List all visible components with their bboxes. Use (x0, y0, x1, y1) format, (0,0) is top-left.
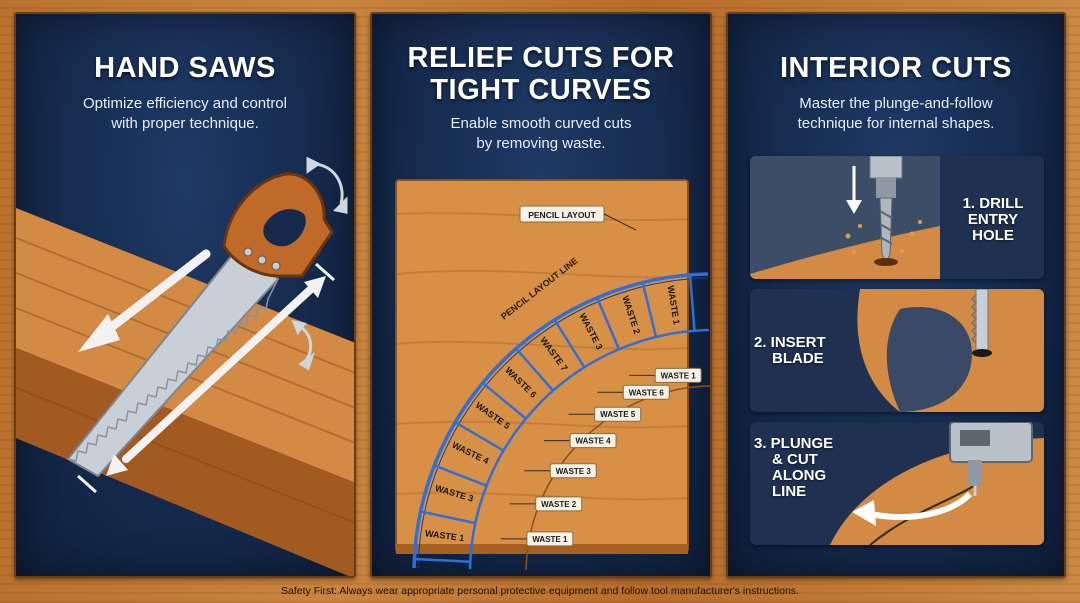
panel-subtitle-line-1: Optimize efficiency and control (83, 95, 287, 112)
relief-cut-line (481, 381, 527, 420)
saw-handle-grip-hole (263, 209, 306, 247)
step-2-line-2: BLADE (772, 350, 824, 367)
inner-waste-label: WASTE 5 (600, 410, 636, 419)
step-card-drill: 1. DRILL ENTRY HOLE (750, 156, 1044, 279)
push-arrow (78, 249, 211, 352)
inner-waste-callout: WASTE 6 (597, 384, 670, 400)
board-side (16, 347, 354, 576)
step-2-line-1: 2. INSERT (754, 334, 826, 351)
panel-title-line-2: TIGHT CURVES (430, 74, 652, 106)
cut-direction-arrow (852, 491, 973, 526)
panel-subtitle-line-1: Master the plunge-and-follow (799, 95, 993, 112)
middle-arc (468, 328, 710, 570)
step-3-line-2: & CUT (772, 451, 818, 468)
inner-waste-label: WASTE 3 (556, 467, 592, 476)
inner-waste-label: WASTE 1 (661, 371, 697, 380)
relief-cut-line (515, 347, 554, 392)
step-1-line-1: 1. DRILL (962, 195, 1024, 212)
panel-interior-cuts: INTERIOR CUTS Master the plunge-and-foll… (726, 12, 1066, 578)
panel-subtitle-line-2: by removing waste. (476, 135, 606, 152)
relief-cut-line (553, 319, 586, 368)
inner-waste-callout: WASTE 4 (544, 433, 617, 449)
step-3-line-3: ALONG (772, 467, 827, 484)
panel-title-line-1: RELIEF CUTS FOR (407, 42, 675, 74)
relief-cut-line (414, 557, 471, 564)
step-2-label: 2. INSERT BLADE (754, 335, 858, 367)
insert-blade-illustration (857, 289, 1044, 412)
inner-waste-callout: WASTE 2 (509, 496, 583, 512)
step-3-label: 3. PLUNGE & CUT ALONG LINE (754, 436, 864, 500)
panel-relief-cuts: RELIEF CUTS FOR TIGHT CURVES Enable smoo… (370, 12, 712, 578)
step-1-line-3: HOLE (972, 227, 1014, 244)
safety-footer: Safety First: Always wear appropriate pe… (281, 585, 799, 597)
stroke-arrow (77, 262, 335, 494)
step-card-insert-blade: 2. INSERT BLADE (750, 289, 1044, 412)
pencil-layout-callout: PENCIL LAYOUT (519, 205, 637, 231)
step-3-line-4: LINE (772, 483, 807, 500)
inner-waste-callouts: WASTE 1 WASTE 2 WASTE 3 WASTE 4 WASTE 5 WASTE… (500, 367, 702, 547)
drill-illustration (750, 156, 1044, 279)
relief-cut-line (595, 297, 621, 350)
inner-waste-label: WASTE 6 (629, 388, 665, 397)
step-3-line-1: 3. PLUNGE (754, 435, 834, 452)
panel-subtitle-line-2: technique for internal shapes. (797, 115, 995, 132)
relief-cut-line (454, 421, 505, 452)
step-1-line-2: ENTRY (967, 211, 1019, 228)
panel-hand-saws: HAND SAWS Optimize efficiency and contro… (14, 12, 356, 578)
panel-subtitle-line-1: Enable smooth curved cuts (450, 115, 632, 132)
pencil-layout-label: PENCIL LAYOUT (528, 210, 596, 220)
step-1-label: 1. DRILL ENTRY HOLE (948, 196, 1038, 244)
panel-title: HAND SAWS (94, 52, 276, 84)
down-arrow-icon (846, 166, 862, 214)
relief-cut-line (433, 464, 487, 487)
inner-waste-label: WASTE 1 (532, 535, 568, 544)
step-card-plunge-cut: 3. PLUNGE & CUT ALONG LINE (750, 422, 1044, 545)
hand-saw-illustration (16, 156, 354, 576)
jigsaw-illustration (830, 422, 1044, 545)
rotate-arrow-icon (306, 156, 348, 214)
relief-cut-line (641, 282, 658, 338)
relief-cut-line (688, 274, 696, 331)
relief-cut-line (420, 510, 476, 525)
inner-waste-callout: WASTE 1 (500, 531, 574, 547)
inner-waste-callout: WASTE 3 (524, 463, 597, 479)
inner-waste-callout: WASTE 5 (568, 406, 642, 422)
inner-waste-label: WASTE 2 (541, 500, 577, 509)
saw-teeth (67, 278, 279, 462)
inner-waste-callout: WASTE 1 (629, 367, 702, 383)
panel-title: INTERIOR CUTS (779, 52, 1013, 84)
inner-waste-label: WASTE 4 (576, 437, 612, 446)
panel-subtitle-line-2: with proper technique. (111, 115, 259, 132)
rocking-arrow-icon (291, 319, 315, 371)
